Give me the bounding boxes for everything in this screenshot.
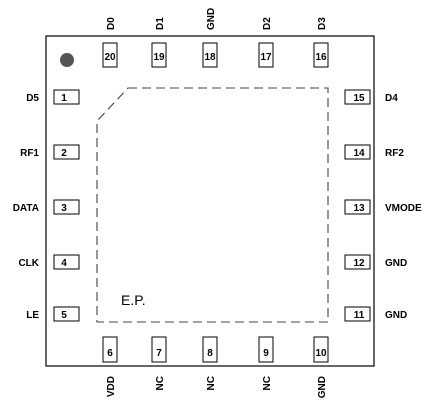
pin-pad	[344, 254, 371, 270]
pin-name-label: D3	[317, 17, 328, 30]
pin-pad	[151, 336, 167, 363]
pin-number: 18	[204, 52, 216, 63]
pin-number: 20	[104, 52, 116, 63]
exposed-pad-outline	[96, 87, 329, 323]
pin-pad	[344, 199, 371, 215]
pin-number: 17	[260, 52, 272, 63]
pin-name-label: D4	[385, 93, 398, 104]
pin-pad	[202, 42, 218, 68]
pin-pad	[53, 199, 80, 215]
pin-pad	[202, 336, 218, 363]
pin-pad	[344, 89, 371, 105]
pin-name-label: LE	[26, 310, 39, 321]
pin-pad	[53, 144, 80, 160]
pin-number: 11	[354, 310, 365, 321]
pin-number: 16	[315, 52, 327, 63]
pin-pad	[102, 336, 118, 363]
pin-name-label: GND	[385, 258, 407, 269]
pin-name-label: GND	[317, 376, 328, 398]
exposed-pad-label: E.P.	[121, 292, 146, 308]
pin-name-label: D2	[262, 17, 273, 30]
pin-number: 10	[315, 348, 327, 359]
pin-pad	[313, 42, 329, 68]
pin-name-label: D0	[106, 17, 117, 30]
pin-number: 7	[156, 348, 162, 359]
pin-number: 9	[263, 348, 269, 359]
pin-name-label: NC	[206, 376, 217, 390]
package-body	[45, 35, 375, 367]
pin-name-label: VDD	[106, 376, 117, 397]
pin-number: 14	[353, 148, 365, 159]
pin-name-label: GND	[206, 8, 217, 30]
pin-name-label: GND	[385, 310, 407, 321]
pin-name-label: RF1	[20, 148, 39, 159]
pin-name-label: NC	[262, 376, 273, 390]
pin-number: 1	[61, 93, 67, 104]
pin-pad	[344, 306, 371, 322]
pin-pad	[344, 144, 371, 160]
pin-pad	[102, 42, 118, 68]
pin-pad	[53, 254, 80, 270]
pin-pad	[53, 306, 80, 322]
pin-number: 3	[61, 203, 67, 214]
pin-name-label: NC	[155, 376, 166, 390]
pin-pad	[258, 336, 274, 363]
pin-name-label: DATA	[13, 203, 39, 214]
pin-name-label: RF2	[385, 148, 404, 159]
pin-pad	[53, 89, 80, 105]
pin-number: 2	[61, 148, 67, 159]
pin-number: 4	[61, 258, 67, 269]
pin-pad	[313, 336, 329, 363]
pin-pad	[258, 42, 274, 68]
pin-number: 15	[353, 93, 365, 104]
pin-name-label: CLK	[18, 258, 39, 269]
pin-number: 5	[61, 310, 67, 321]
pin-number: 6	[107, 348, 113, 359]
pin1-marker	[60, 53, 74, 67]
pin-pad	[151, 42, 167, 68]
pin-name-label: VMODE	[385, 203, 422, 214]
pin-number: 19	[153, 52, 165, 63]
pin-number: 8	[207, 348, 213, 359]
pin-name-label: D5	[26, 93, 39, 104]
pin-number: 13	[353, 203, 365, 214]
pin-number: 12	[353, 258, 365, 269]
pin-name-label: D1	[155, 17, 166, 30]
